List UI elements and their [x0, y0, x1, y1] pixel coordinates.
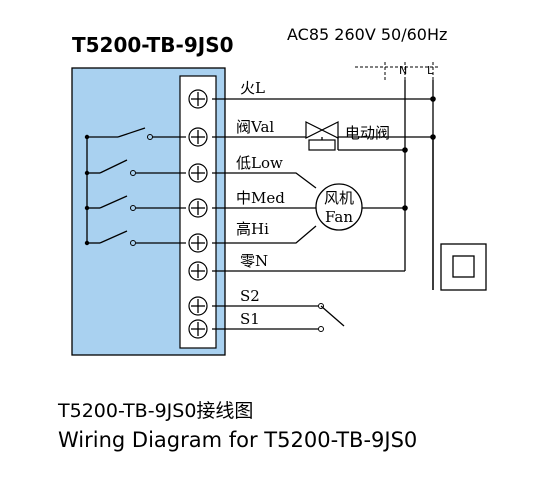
caption-chinese: T5200-TB-9JS0接线图: [58, 400, 254, 422]
model-title: T5200-TB-9JS0: [72, 33, 234, 57]
external-wiring: [212, 96, 436, 332]
fan-label-en: Fan: [325, 208, 353, 226]
terminal-screw-icon: [188, 319, 208, 339]
terminal-screw-icon: [188, 198, 208, 218]
terminal-screw-icon: [188, 296, 208, 316]
internal-relays: [84, 127, 186, 246]
terminal-label-low: 低Low: [236, 154, 283, 172]
terminal-screw-icon: [188, 261, 208, 281]
terminal-label-s1: S1: [240, 310, 260, 328]
fan-label-cn: 风机: [324, 189, 354, 207]
socket-box-icon: [440, 243, 487, 291]
valve-icon: [305, 121, 339, 151]
terminal-label-live: 火L: [240, 79, 265, 97]
valve-label: 电动阀: [345, 124, 390, 142]
terminal-screws: [188, 89, 208, 339]
terminal-label-hi: 高Hi: [236, 220, 269, 238]
terminal-label-s2: S2: [240, 287, 260, 305]
fan-icon: [315, 183, 363, 231]
l-line-label: L: [427, 64, 434, 77]
terminal-screw-icon: [188, 163, 208, 183]
terminal-screw-icon: [188, 89, 208, 109]
caption-english: Wiring Diagram for T5200-TB-9JS0: [58, 428, 418, 452]
terminal-label-med: 中Med: [236, 189, 285, 207]
terminal-label-neutral: 零N: [240, 252, 268, 270]
terminal-screw-icon: [188, 127, 208, 147]
terminal-label-valve: 阀Val: [236, 118, 274, 136]
terminal-screw-icon: [188, 233, 208, 253]
n-line-label: N: [399, 64, 407, 77]
power-spec: AC85 260V 50/60Hz: [287, 25, 447, 44]
